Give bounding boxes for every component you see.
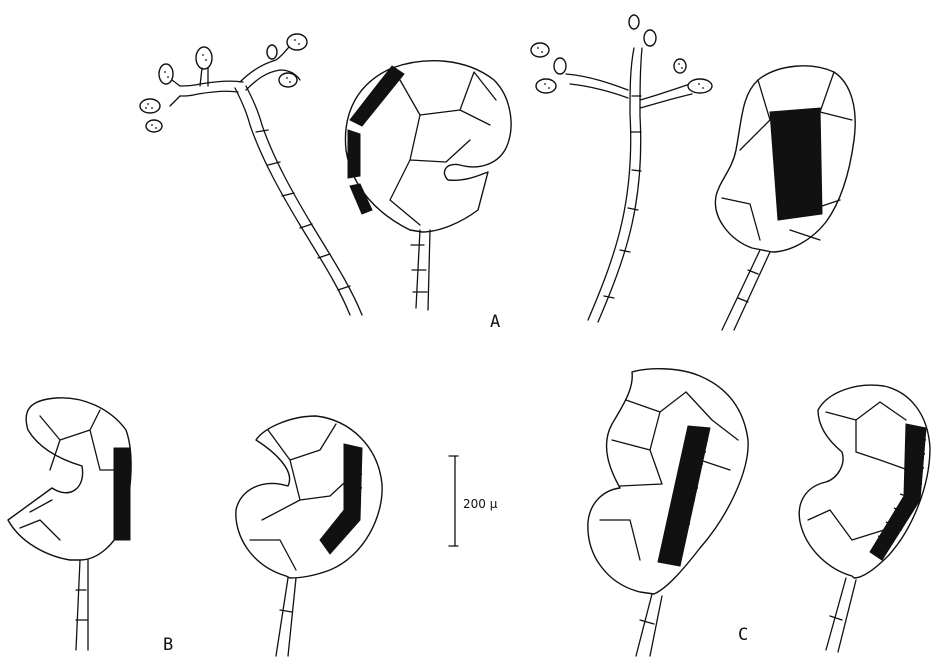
panel-label-b: B	[163, 635, 173, 655]
sporangium-annulus-left	[345, 61, 511, 310]
sporangium-annulus-right	[715, 66, 855, 330]
panel-label-a: A	[490, 312, 500, 332]
panel-c: C	[588, 369, 930, 656]
sporangium-c1	[588, 369, 748, 656]
branched-sporangiophore-2	[531, 15, 712, 322]
sporangium-c2	[799, 385, 930, 652]
scale-bar: 200 μ	[449, 456, 498, 546]
scale-bar-label: 200 μ	[463, 497, 498, 511]
panel-label-c: C	[738, 625, 748, 645]
panel-a: A	[140, 15, 855, 332]
branched-sporangiophore-1	[140, 34, 362, 315]
sporangium-b2	[236, 416, 382, 656]
panel-b: B	[8, 398, 382, 656]
sporangium-b1	[8, 398, 131, 650]
